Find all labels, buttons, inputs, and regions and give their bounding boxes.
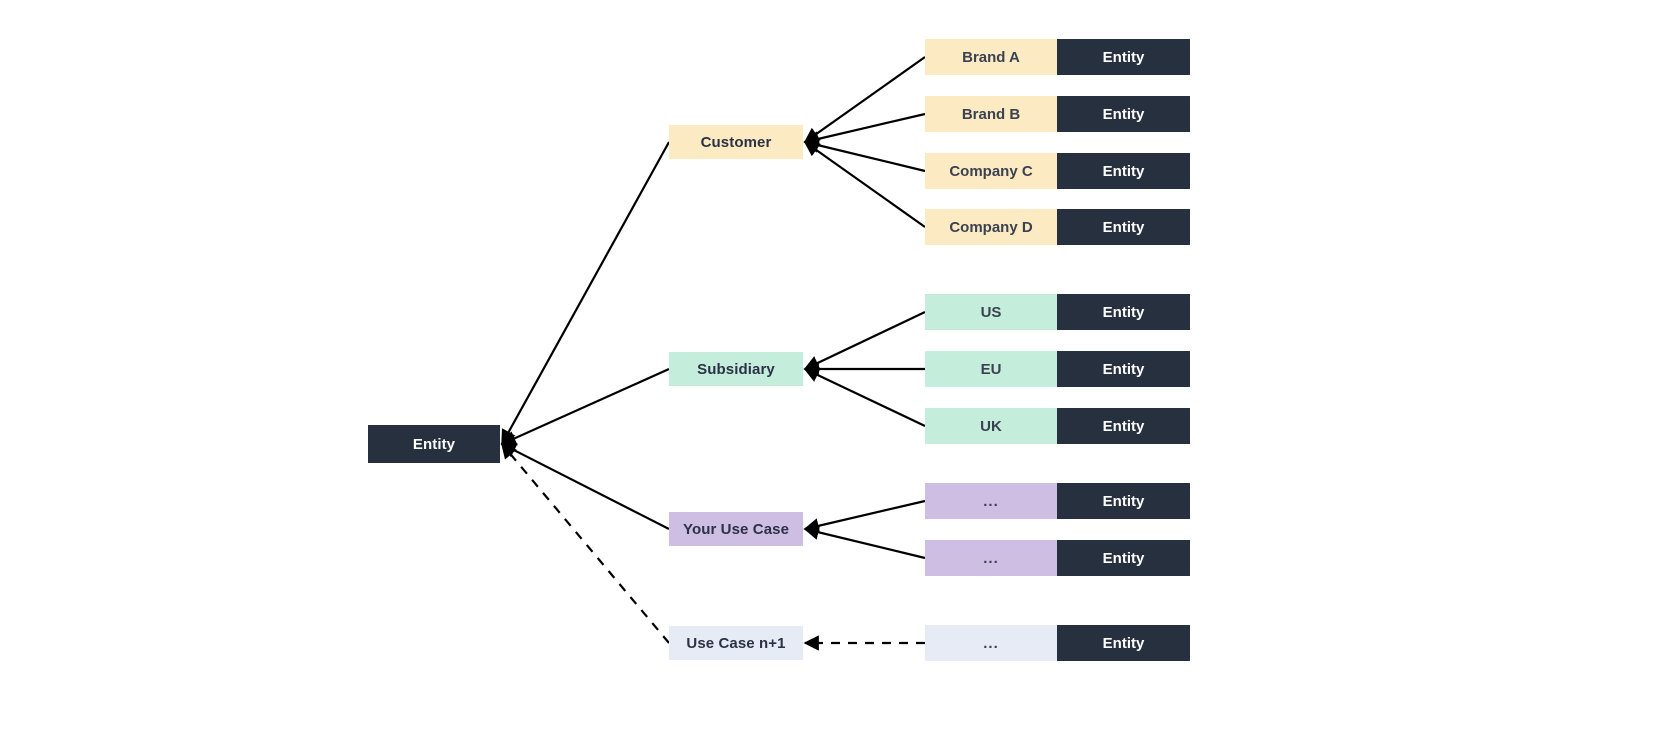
leaf-label: Brand B — [925, 96, 1057, 132]
leaf-entity-box[interactable]: Entity — [1057, 39, 1190, 75]
leaf-label: Company D — [925, 209, 1057, 245]
branch-node-label: Subsidiary — [697, 360, 775, 378]
leaf-entity-box[interactable]: Entity — [1057, 96, 1190, 132]
leaf-row[interactable]: ... Entity — [925, 540, 1190, 576]
root-node-label: Entity — [412, 435, 456, 453]
leaf-entity-box[interactable]: Entity — [1057, 351, 1190, 387]
leaf-row[interactable]: EU Entity — [925, 351, 1190, 387]
leaf-row[interactable]: UK Entity — [925, 408, 1190, 444]
leaf-row[interactable]: Company D Entity — [925, 209, 1190, 245]
leaf-entity-box[interactable]: Entity — [1057, 483, 1190, 519]
leaf-entity-box[interactable]: Entity — [1057, 408, 1190, 444]
branch-node-label: Customer — [700, 133, 772, 151]
leaf-entity-box[interactable]: Entity — [1057, 625, 1190, 661]
leaf-label: ... — [925, 540, 1057, 576]
branch-node-customer[interactable]: Customer — [669, 125, 803, 159]
leaf-row[interactable]: Brand B Entity — [925, 96, 1190, 132]
leaf-row[interactable]: Brand A Entity — [925, 39, 1190, 75]
leaf-entity-box[interactable]: Entity — [1057, 209, 1190, 245]
leaf-entity-box[interactable]: Entity — [1057, 153, 1190, 189]
branch-node-use-case-n-plus-1[interactable]: Use Case n+1 — [669, 626, 803, 660]
leaf-row[interactable]: Company C Entity — [925, 153, 1190, 189]
root-node-entity[interactable]: Entity — [368, 425, 500, 463]
branch-node-subsidiary[interactable]: Subsidiary — [669, 352, 803, 386]
leaf-entity-box[interactable]: Entity — [1057, 294, 1190, 330]
branch-node-your-use-case[interactable]: Your Use Case — [669, 512, 803, 546]
leaf-label: EU — [925, 351, 1057, 387]
leaf-label: Company C — [925, 153, 1057, 189]
leaf-label: Brand A — [925, 39, 1057, 75]
branch-node-label: Use Case n+1 — [686, 634, 786, 652]
leaf-label: UK — [925, 408, 1057, 444]
leaf-row[interactable]: ... Entity — [925, 483, 1190, 519]
branch-node-label: Your Use Case — [682, 520, 790, 538]
leaf-label: US — [925, 294, 1057, 330]
leaf-row[interactable]: US Entity — [925, 294, 1190, 330]
leaf-label: ... — [925, 625, 1057, 661]
leaf-label: ... — [925, 483, 1057, 519]
leaf-row[interactable]: ... Entity — [925, 625, 1190, 661]
leaf-entity-box[interactable]: Entity — [1057, 540, 1190, 576]
